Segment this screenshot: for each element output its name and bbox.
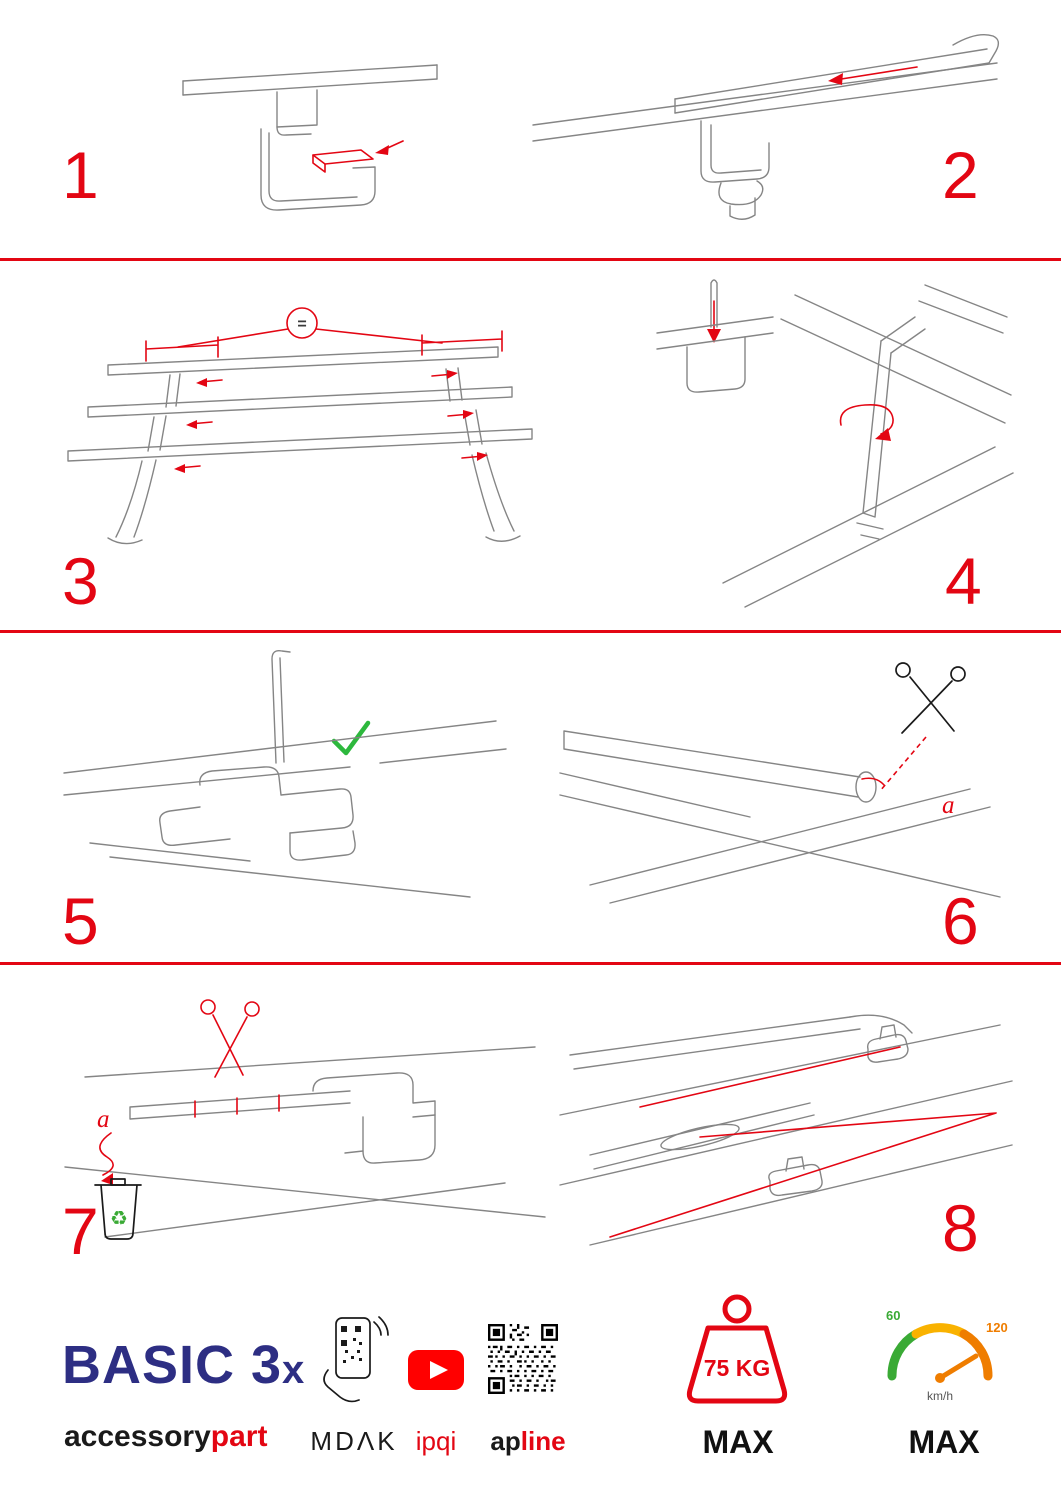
scissors-icon [200,999,260,1078]
recycle-icon: ♻ [110,1206,128,1230]
weight-max-label: MAX [702,1424,774,1460]
partner-ipqi: ipqi [415,1426,457,1456]
step-8-number: 8 [942,1191,979,1265]
apline-black: ap [490,1426,521,1456]
step3-equal-spacing-illustration: = [67,307,533,545]
partner-mdak: MDΛK [310,1426,398,1456]
step-3-number: 3 [62,544,99,618]
step7-trim-discard-illustration: a ♻ [64,999,546,1240]
speed-max-label: MAX [908,1424,980,1460]
partner-apline: apline [478,1426,578,1457]
check-icon [331,720,371,756]
step8-final-assembly-illustration [559,1014,1013,1246]
red-divider [0,630,1061,633]
step4-hex-key-tighten-illustration [656,279,1014,608]
weight-limit-icon: 75 KG [686,1294,788,1404]
speed-unit: km/h [927,1389,953,1403]
t-bolt-adapter [768,1156,823,1197]
brand-title-text: BASIC 3 [62,1335,283,1395]
qr-code [488,1324,558,1394]
offcut-label: a [97,1106,110,1133]
t-bolt-adapter [866,1024,909,1063]
step1-clamp-insert-illustration [182,64,438,211]
youtube-icon [408,1350,464,1390]
brand-logo: BASIC 3x [62,1334,305,1396]
speed-tick-high: 120 [986,1320,1008,1335]
step2-bar-slide-illustration [532,33,1000,220]
step5-strap-check-illustration [63,649,507,898]
tagline-red: part [210,1420,268,1453]
step-2-number: 2 [942,138,979,212]
brand-tagline: accessorypart [64,1420,267,1454]
speedometer-icon: 60 120 km/h [886,1308,1008,1403]
scissors-icon [895,662,966,734]
speed-tick-low: 60 [886,1308,900,1323]
step-4-number: 4 [945,544,982,618]
cut-point-label: a [942,792,955,819]
brand-title-suffix: x [282,1348,306,1392]
red-divider [0,258,1061,261]
step-1-number: 1 [62,138,99,212]
step-5-number: 5 [62,884,99,958]
step-7-number: 7 [62,1194,99,1268]
tagline-black: accessory [64,1420,211,1453]
step-6-number: 6 [942,884,979,958]
apline-red: line [520,1426,566,1456]
weight-limit-value: 75 KG [704,1355,770,1381]
step6-cut-strip-illustration: a [559,662,1001,904]
equal-spacing-label: = [297,316,306,333]
red-divider [0,962,1061,965]
phone-scan-icon [323,1316,389,1403]
trash-bin-icon [94,1178,142,1240]
